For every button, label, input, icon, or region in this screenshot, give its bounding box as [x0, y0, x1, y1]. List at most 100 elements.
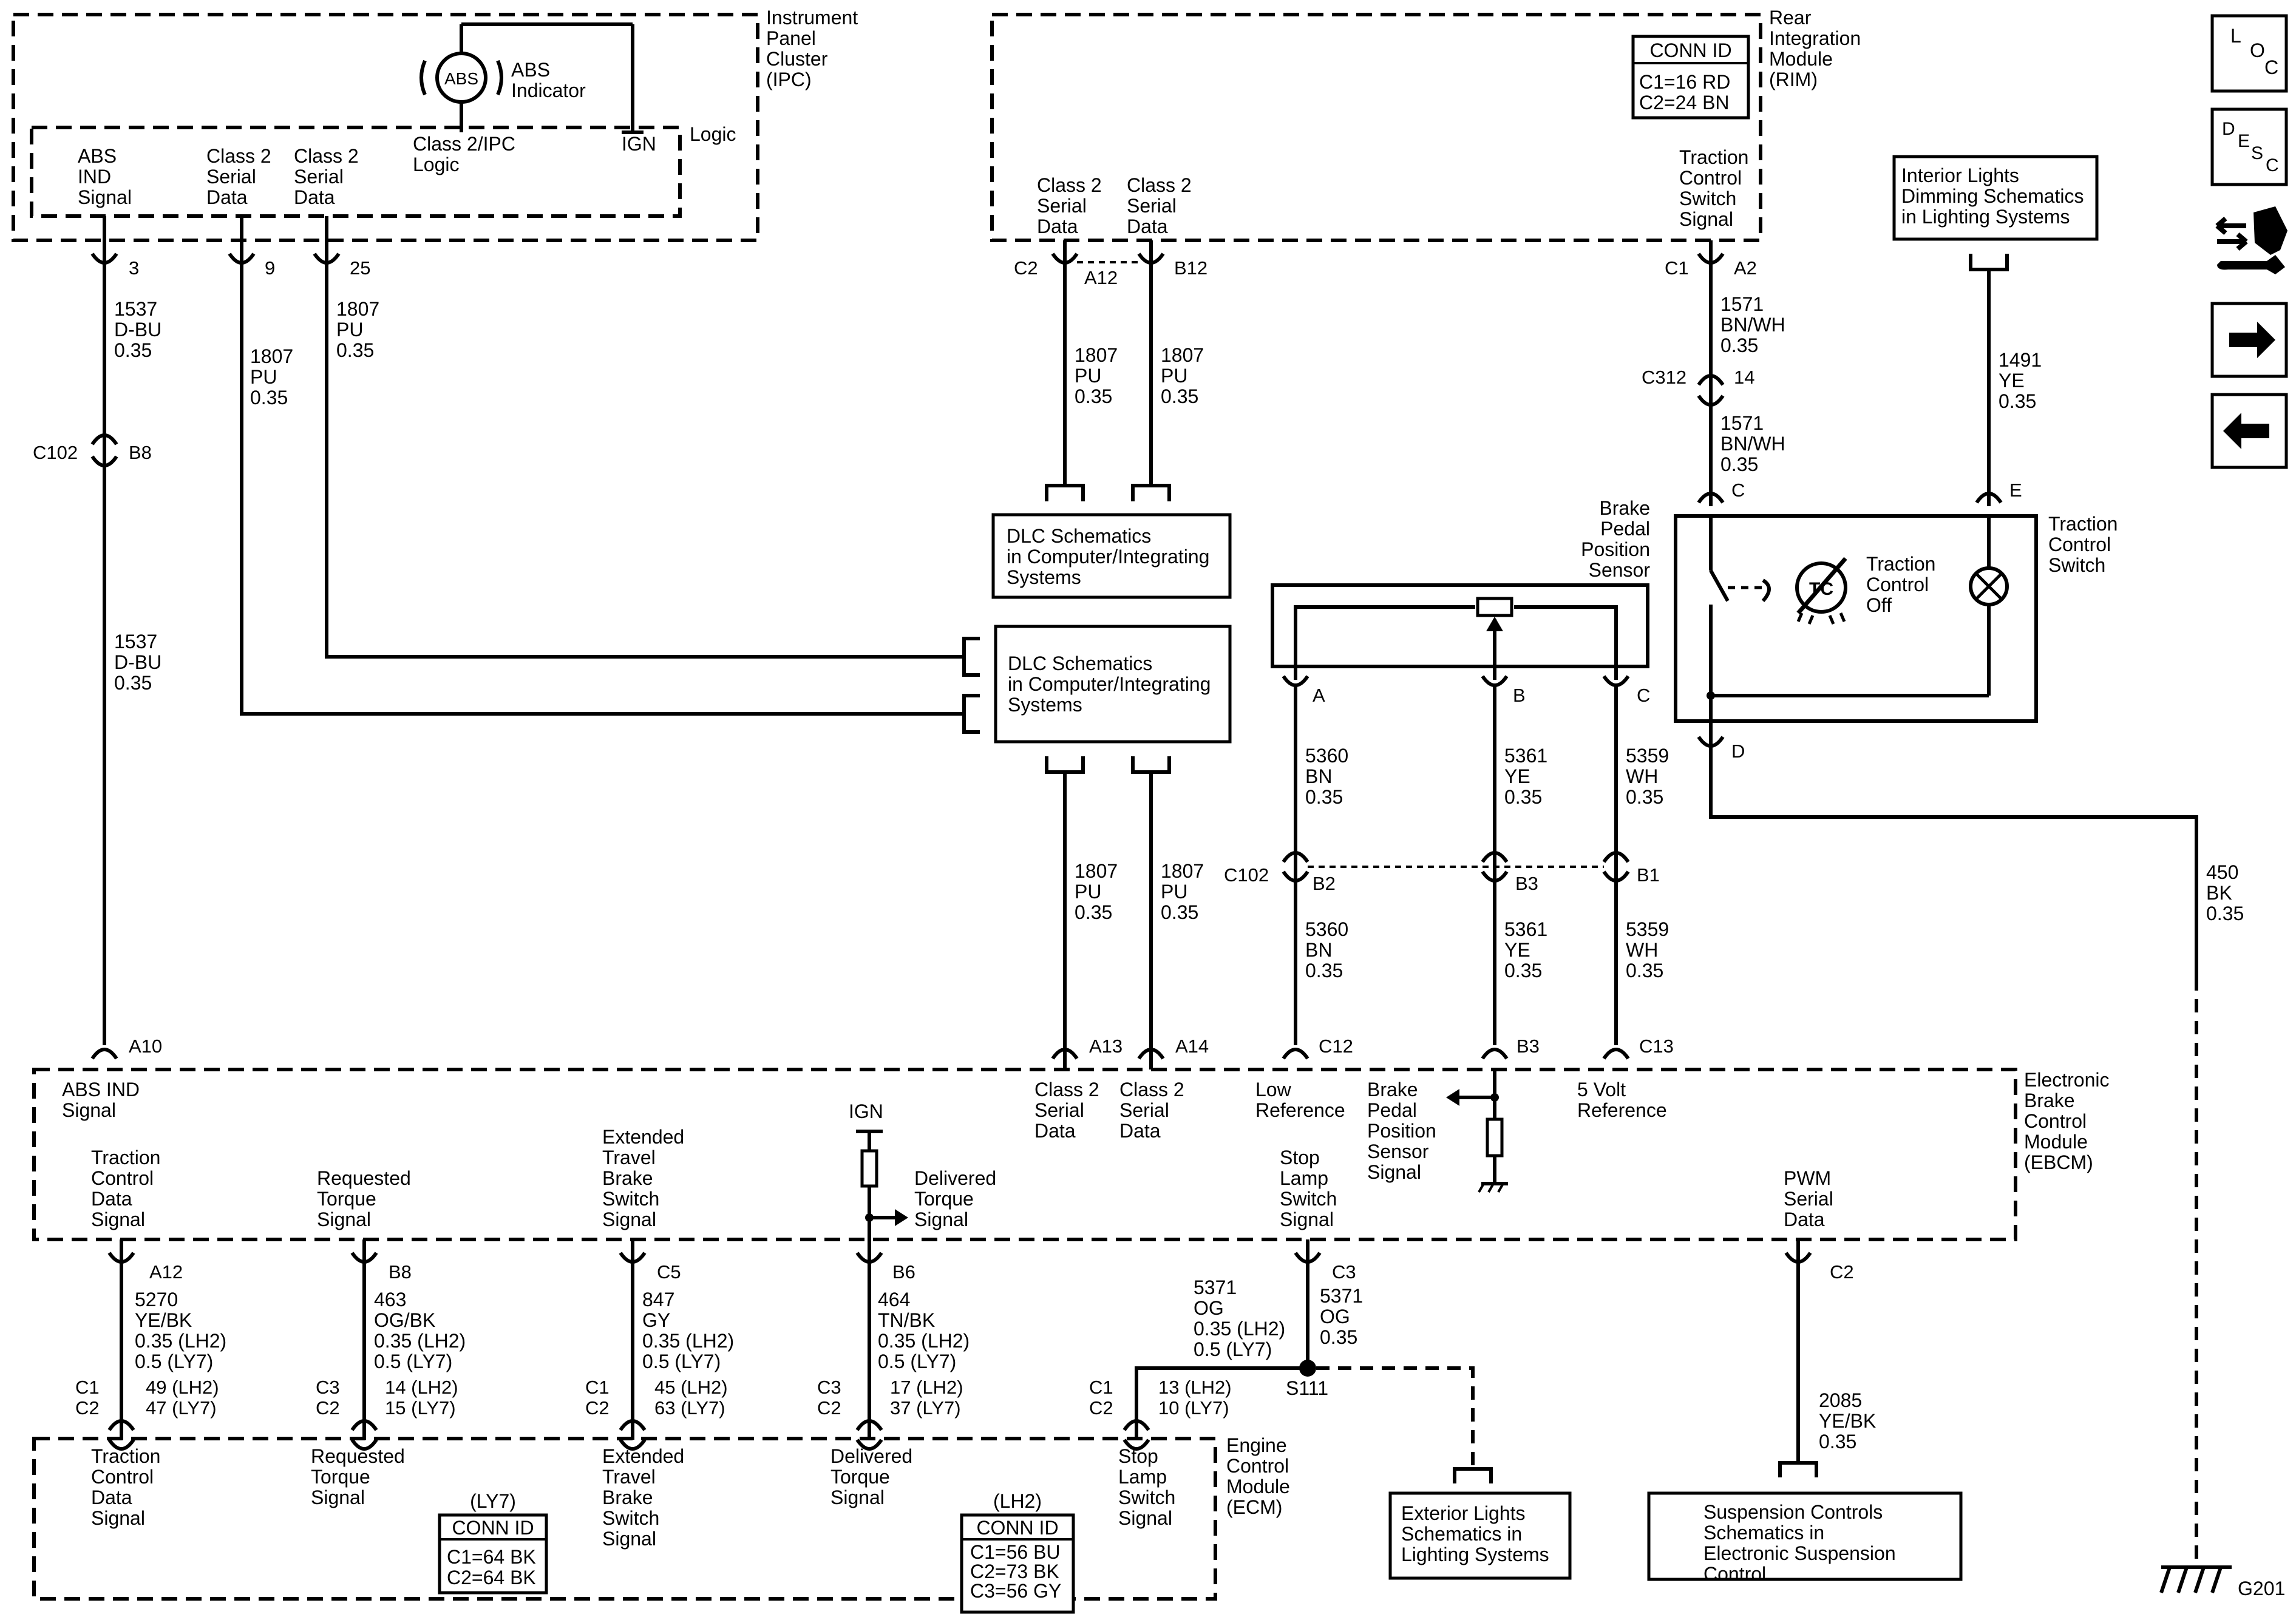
desc-letter-s: S — [2251, 143, 2263, 163]
w5270-2: YE/BK — [135, 1309, 192, 1331]
tools-icon[interactable] — [2215, 206, 2288, 274]
ecm-pin-a-connector — [107, 1439, 135, 1451]
ebcm-pin-b3-connector — [1481, 1048, 1509, 1060]
ly7-tag: (LY7) — [470, 1490, 516, 1512]
splice-s111 — [1299, 1360, 1316, 1377]
ecm-stop-2: Lamp — [1118, 1466, 1167, 1488]
bpp-name-3: Position — [1581, 538, 1650, 560]
rim-tcs-3: Switch — [1679, 188, 1736, 209]
w5359-bot-3: 0.35 — [1626, 960, 1663, 981]
bpp-pin-a: A — [1313, 685, 1325, 706]
ecm-name-3: Module — [1226, 1476, 1290, 1497]
ebcm-ext-4: Switch — [602, 1188, 659, 1210]
w5371-left-1: 5371 — [1194, 1276, 1237, 1298]
ebcm-stop-1: Stop — [1280, 1147, 1320, 1168]
ecm-tc-data-4: Signal — [91, 1507, 145, 1529]
c102-b2: B2 — [1313, 873, 1336, 894]
rim-a12-label: A12 — [1084, 267, 1118, 288]
ebcm-pin-c12-connector — [1282, 1048, 1309, 1060]
ecm-name-1: Engine — [1226, 1434, 1287, 1456]
conn-c3-a-1: C3 — [316, 1377, 340, 1398]
ecm-pin-e-connector — [1123, 1439, 1150, 1451]
ipc-serial1-1: Class 2 — [206, 145, 271, 167]
dlc-box-2[interactable] — [994, 625, 1232, 744]
conn-c3-b-val-2: 37 (LY7) — [890, 1397, 961, 1419]
ecm-ext-4: Switch — [602, 1507, 659, 1529]
w5359-top-3: 0.35 — [1626, 786, 1663, 808]
tcs-pin-c-connector — [1697, 492, 1725, 504]
w464-2: TN/BK — [878, 1309, 935, 1331]
w1807-eb-a-3: 0.35 — [1075, 901, 1112, 923]
ebcm-name-3: Control — [2024, 1110, 2087, 1132]
w450-2: BK — [2206, 882, 2232, 904]
ebcm-5v-2: Reference — [1577, 1099, 1667, 1121]
w5360-bot-1: 5360 — [1305, 918, 1348, 940]
ebcm-pin-c12: C12 — [1319, 1036, 1353, 1057]
ecm-ext-1: Extended — [602, 1445, 684, 1467]
ebcm-ext-3: Brake — [602, 1167, 653, 1189]
conn-c1-c-2: C2 — [1089, 1397, 1113, 1419]
abs-symbol-text: ABS — [444, 69, 478, 88]
desc-button[interactable]: D E S C — [2210, 107, 2288, 186]
w1807-rim-a-2: PU — [1075, 365, 1101, 387]
ebcm-tc-data-2: Control — [91, 1167, 154, 1189]
w1571-top-3: 0.35 — [1720, 334, 1758, 356]
arrow-right-icon — [2229, 322, 2275, 358]
loc-letter-c: C — [2264, 56, 2278, 78]
ebcm-low-ref-2: Reference — [1255, 1099, 1345, 1121]
ipc-ign-label: IGN — [622, 133, 656, 155]
tcs-pin-d: D — [1731, 741, 1745, 762]
suspension-box[interactable] — [1647, 1491, 1963, 1581]
w1571-bot-2: BN/WH — [1720, 433, 1785, 455]
w1807-rim-b-1: 1807 — [1161, 344, 1204, 366]
dlc-box-1[interactable] — [991, 513, 1232, 599]
abs-indicator-label-2: Indicator — [511, 80, 586, 101]
w464-1: 464 — [878, 1289, 910, 1310]
ebcm-name-4: Module — [2024, 1131, 2088, 1153]
ext-lights-3: Lighting Systems — [1401, 1544, 1549, 1565]
ecm-ext-2: Travel — [602, 1466, 656, 1488]
tcs-pin-e: E — [2009, 480, 2022, 501]
ecm-delivered-3: Signal — [830, 1486, 885, 1508]
loc-button[interactable]: L O C — [2210, 14, 2288, 93]
w1491-2: YE — [1999, 370, 2025, 392]
ebcm-pwm-2: Serial — [1784, 1188, 1833, 1210]
ebcm-delivered-1: Delivered — [914, 1167, 996, 1189]
interior-lights-box[interactable] — [1892, 155, 2099, 241]
w1537-bot-3: 0.35 — [114, 672, 152, 694]
exterior-lights-box[interactable] — [1388, 1491, 1572, 1580]
ebcm-serial2-3: Data — [1119, 1120, 1161, 1142]
tc-off-2: Control — [1866, 574, 1929, 595]
ebcm-pin-a10-connector — [90, 1048, 118, 1060]
conn-c1-c-val-1: 13 (LH2) — [1158, 1377, 1232, 1398]
w1571-top-1: 1571 — [1720, 293, 1764, 315]
ipc-pin-25: 25 — [350, 257, 370, 279]
back-button[interactable] — [2210, 393, 2288, 469]
w5360-bot-3: 0.35 — [1305, 960, 1343, 981]
ecm-tc-data-2: Control — [91, 1466, 154, 1488]
ground-icon — [2159, 1565, 2232, 1593]
next-button[interactable] — [2210, 302, 2288, 378]
rim-serial2-2: Serial — [1127, 195, 1177, 217]
w463-4: 0.5 (LY7) — [374, 1351, 452, 1372]
desc-letter-c: C — [2266, 155, 2279, 175]
rim-tcs-4: Signal — [1679, 208, 1733, 230]
w1537-top-3: 0.35 — [114, 339, 152, 361]
ebcm-bpp-3: Position — [1367, 1120, 1436, 1142]
splice-label: S111 — [1286, 1377, 1328, 1399]
w5359-top-2: WH — [1626, 765, 1658, 787]
ecm-req-torque-3: Signal — [311, 1486, 365, 1508]
ebcm-5v-1: 5 Volt — [1577, 1079, 1626, 1100]
w464-3: 0.35 (LH2) — [878, 1330, 970, 1352]
ebcm-pin-a12-connector — [107, 1252, 135, 1264]
w1491-1: 1491 — [1999, 349, 2042, 371]
conn-c1-b-val-2: 63 (LY7) — [654, 1397, 725, 1419]
bpp-pin-c-connector — [1602, 675, 1630, 687]
bpp-pin-a-connector — [1282, 675, 1309, 687]
ebcm-delivered-2: Torque — [914, 1188, 974, 1210]
ly7-conn-title: CONN ID — [452, 1517, 534, 1539]
bpp-name-2: Pedal — [1600, 518, 1650, 540]
ecm-ext-3: Brake — [602, 1486, 653, 1508]
w464-4: 0.5 (LY7) — [878, 1351, 956, 1372]
w5361-bot-3: 0.35 — [1504, 960, 1542, 981]
